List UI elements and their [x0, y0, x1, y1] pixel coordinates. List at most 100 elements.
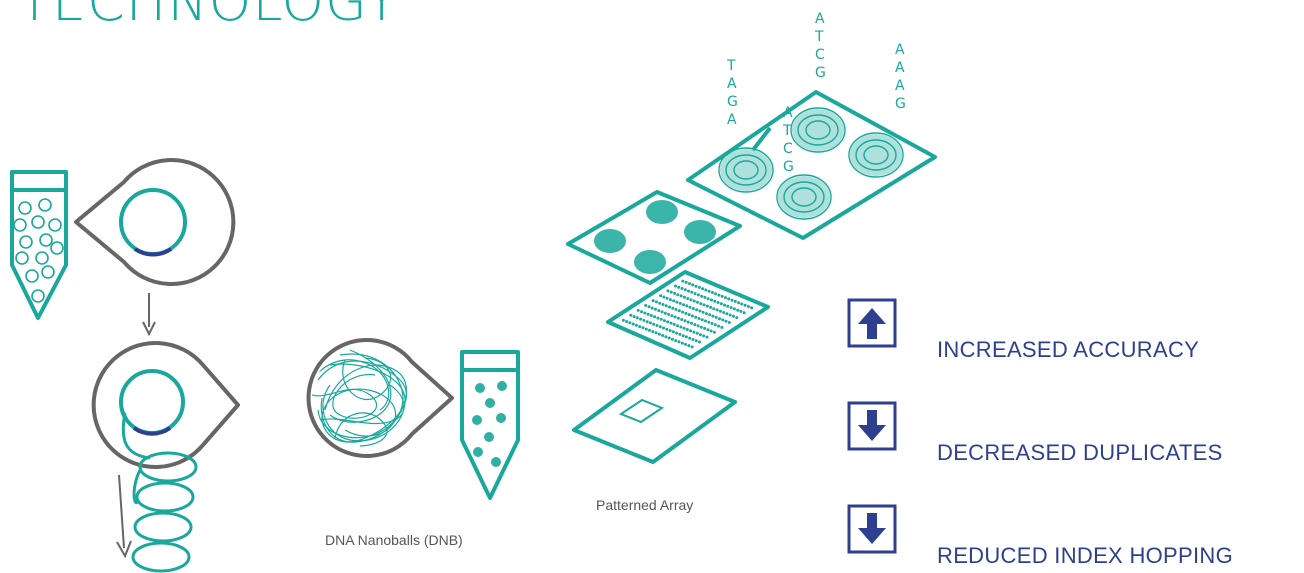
array-spot [662, 326, 665, 330]
benefit-label-index-hopping: REDUCED INDEX HOPPING [937, 543, 1234, 568]
array-spot [697, 285, 701, 289]
array-spot [687, 313, 691, 317]
array-spot [681, 310, 685, 314]
array-spot [750, 306, 754, 310]
array-spot [669, 321, 673, 325]
array-spot [681, 334, 685, 338]
array-spot [724, 319, 728, 323]
array-spot [684, 311, 688, 315]
array-spot [696, 293, 700, 297]
array-spot [676, 324, 679, 328]
array-spot [692, 299, 696, 303]
array-spot [645, 320, 649, 324]
magnifier-rolling-circle [91, 341, 240, 573]
array-spot [673, 315, 677, 319]
array-spot [651, 299, 655, 303]
array-spot [672, 322, 676, 326]
array-spot [686, 320, 690, 324]
array-spot [654, 300, 658, 304]
array-spot [701, 287, 705, 291]
array-spot [663, 311, 667, 315]
array-spot [666, 320, 670, 324]
array-spot [648, 321, 652, 325]
array-spot [657, 332, 661, 336]
sequence-read-4: A A A G [895, 42, 906, 112]
array-spot [680, 318, 684, 321]
array-spot [662, 295, 666, 299]
benefit-label-accuracy: INCREASED ACCURACY [937, 337, 1200, 362]
array-spot [688, 336, 692, 340]
arrow-up-icon [847, 298, 897, 348]
array-spot [705, 304, 709, 308]
base-letter: A [727, 112, 737, 128]
array-spot [720, 294, 724, 298]
array-spot [714, 292, 718, 296]
array-spot [722, 311, 726, 314]
array-spot [684, 342, 687, 346]
array-spot [695, 308, 699, 312]
array-spot [646, 312, 650, 316]
array-spot [672, 299, 676, 303]
array-spot [629, 313, 633, 317]
array-spot [670, 314, 674, 318]
array-spot [658, 325, 662, 329]
array-spot [709, 329, 713, 333]
array-spot [728, 313, 732, 317]
array-spot [710, 298, 713, 302]
array-spot [684, 280, 688, 284]
array-spot [668, 298, 672, 302]
sequence-read-1: T A G A [726, 58, 738, 128]
array-spot [677, 309, 681, 313]
array-spot [691, 283, 695, 287]
array-spot [729, 306, 733, 310]
magnifier-dna-nanoball [306, 338, 454, 458]
array-spot [675, 331, 679, 335]
array-spot [691, 307, 695, 310]
array-spot [703, 326, 707, 330]
array-spot [706, 297, 710, 301]
array-spot [660, 310, 664, 314]
array-spot [674, 339, 678, 343]
array-spot [688, 282, 691, 286]
array-spot [717, 324, 721, 328]
array-spot [628, 321, 632, 325]
flowcell-slide [572, 368, 737, 464]
benefit-label-duplicates: DECREASED DUPLICATES [937, 440, 1223, 465]
page-title: TECHNOLOGY [18, 0, 400, 33]
array-spot [671, 330, 675, 334]
array-spot [683, 288, 687, 292]
array-spot [654, 331, 658, 335]
array-spot [643, 311, 647, 315]
array-spot [649, 314, 653, 317]
array-spot [673, 291, 677, 295]
array-spot [710, 291, 714, 294]
array-spot [708, 313, 712, 317]
array-spot [682, 295, 686, 299]
array-spot [664, 335, 668, 339]
array-spot [651, 330, 655, 334]
base-letter: A [895, 78, 905, 94]
base-letter: T [814, 29, 824, 45]
array-spot [717, 293, 721, 297]
read-pointer-line [751, 126, 772, 152]
array-spot [677, 340, 681, 344]
array-spot [700, 318, 704, 322]
array-spot [732, 314, 735, 318]
array-spot [730, 298, 734, 302]
array-spot [668, 329, 672, 333]
array-spot [695, 331, 699, 335]
base-letter: A [895, 42, 905, 58]
array-spot [721, 318, 725, 322]
array-spot [706, 328, 710, 332]
array-spot [742, 311, 746, 315]
array-spot [701, 310, 705, 314]
array-spot [696, 324, 700, 328]
base-letter: A [727, 76, 737, 92]
array-spot [680, 341, 684, 345]
array-spot [718, 309, 722, 313]
array-spot [713, 323, 717, 327]
array-spot [705, 335, 709, 339]
array-spot [638, 325, 642, 329]
array-small-plate [566, 190, 742, 285]
